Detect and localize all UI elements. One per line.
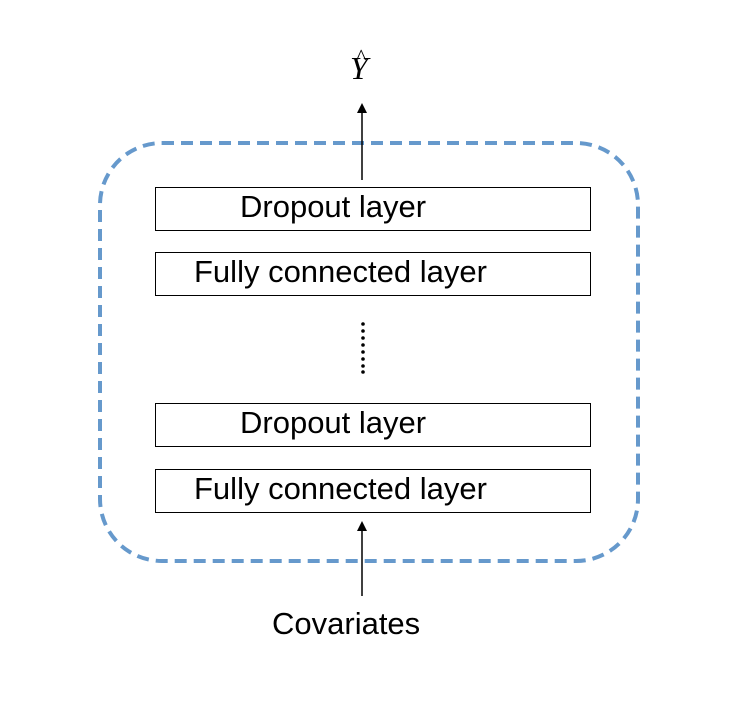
input-label: Covariates [272, 606, 421, 641]
output-label: Y [350, 50, 368, 86]
network-container [98, 141, 640, 563]
layer-label: Fully connected layer [194, 254, 487, 289]
fully-connected-layer-top: Fully connected layer [155, 252, 591, 296]
layer-label: Dropout layer [240, 405, 427, 440]
layer-label: Dropout layer [240, 189, 427, 224]
output-hat-accent: ^ [356, 44, 367, 69]
fully-connected-layer-bottom: Fully connected layer [155, 469, 591, 513]
ellipsis-dots [361, 322, 365, 374]
layer-label: Fully connected layer [194, 471, 487, 506]
dropout-layer-top: Dropout layer [155, 187, 591, 231]
dropout-layer-bottom: Dropout layer [155, 403, 591, 447]
